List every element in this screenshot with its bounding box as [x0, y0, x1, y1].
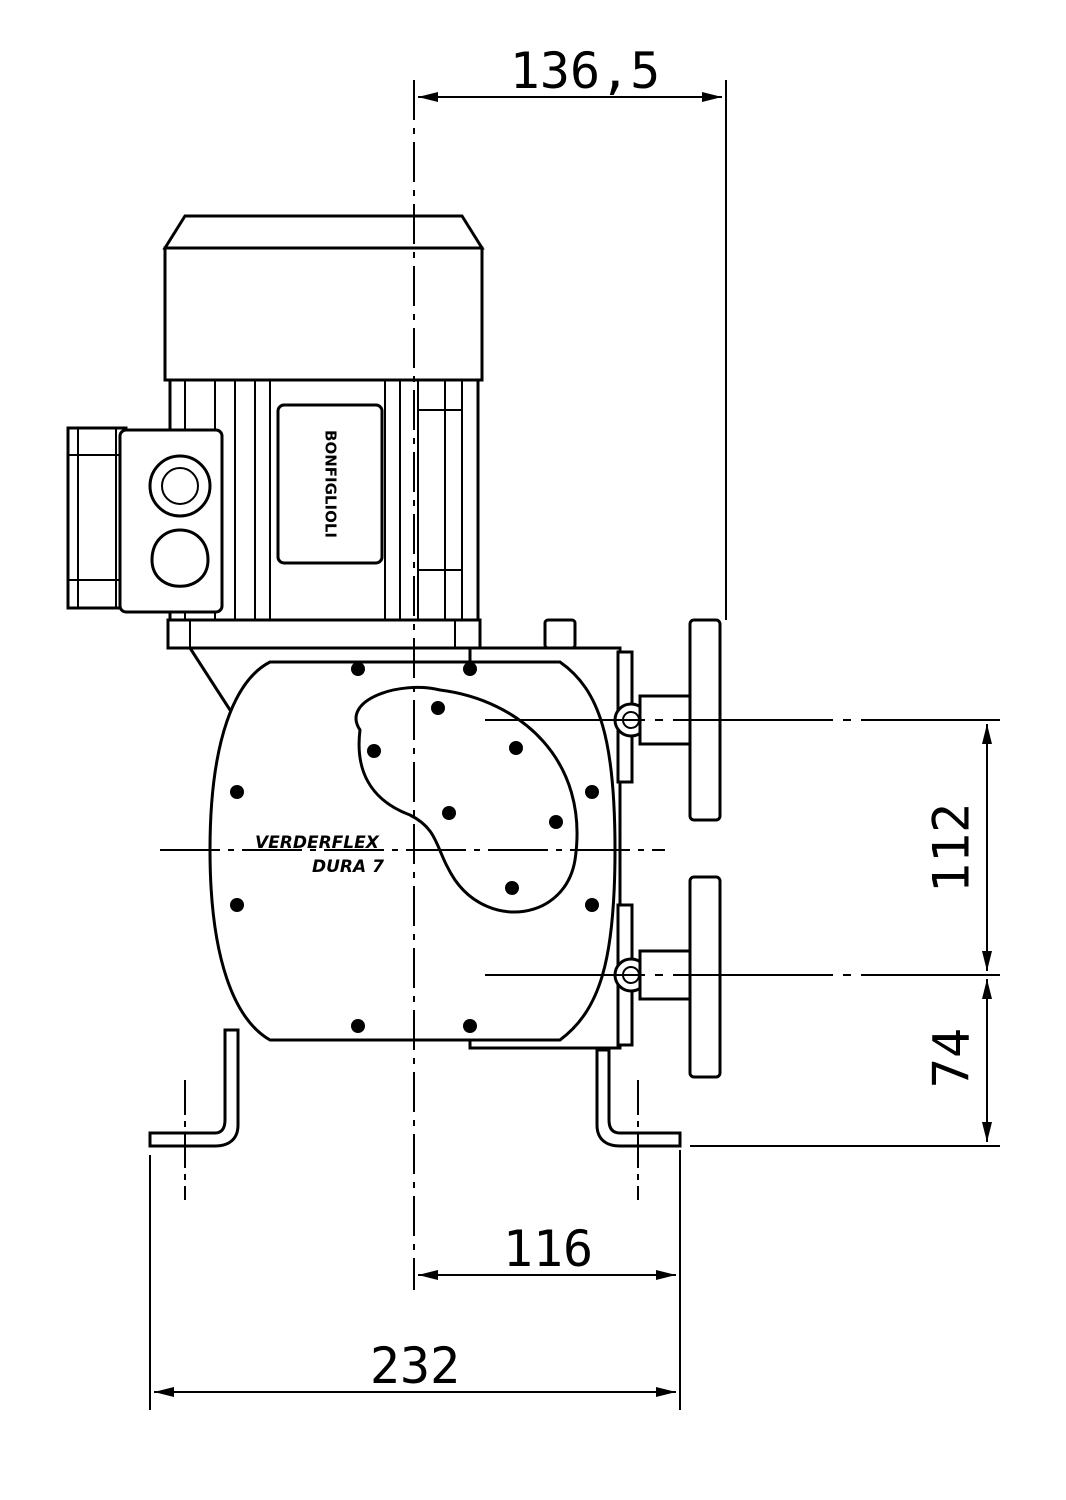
dimension-right: 112 74 [690, 724, 1000, 1147]
brand-line1: VERDERFLEX [255, 833, 380, 853]
dim-116: 116 [503, 1220, 593, 1278]
motor-nameplate [276, 403, 384, 565]
brand-line2: DURA 7 [312, 857, 384, 877]
dim-136-5: 136,5 [510, 42, 661, 100]
motor-brand-label: BONFIGLIOLI [322, 430, 340, 538]
dimension-bottom: 116 232 [149, 1150, 681, 1410]
lower-port [613, 875, 722, 1079]
dim-74: 74 [923, 1028, 981, 1088]
rotor-cover [354, 685, 579, 914]
dim-112: 112 [923, 803, 981, 893]
motor-fan-cover [163, 246, 484, 382]
dim-232: 232 [370, 1337, 460, 1395]
center-lines [160, 80, 1000, 1290]
terminal-box [66, 426, 224, 614]
dimension-top: 136,5 [418, 42, 727, 620]
feet [148, 1028, 682, 1148]
